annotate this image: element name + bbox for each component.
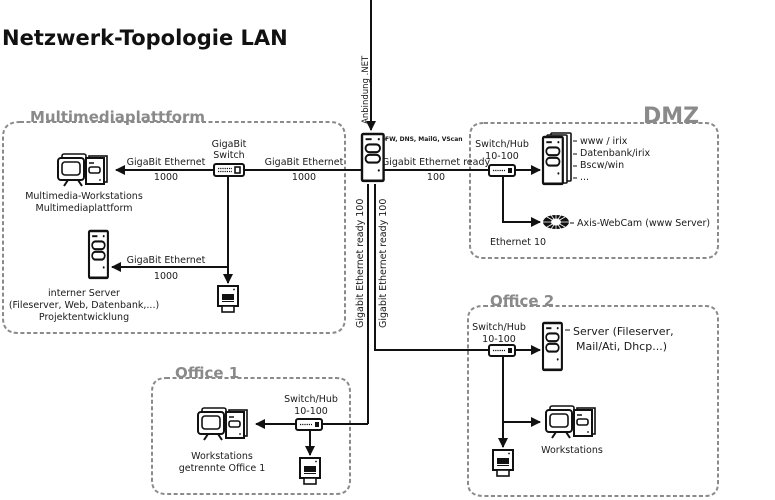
dmz-switch-label-1: Switch/Hub: [475, 139, 529, 150]
zone-office2-border: [467, 305, 719, 497]
office1-uplink-label: Gigabit Ethernet ready 100: [355, 199, 366, 328]
office2-switch-label-2: 10-100: [482, 334, 516, 345]
office2-uplink-label: Gigabit Ethernet ready 100: [378, 199, 389, 328]
zone-office2-title: Office 2: [490, 292, 554, 310]
dmz-server-item: www / irix: [580, 136, 628, 147]
link-server-speed: 1000: [154, 271, 178, 282]
zone-office1-title: Office 1: [175, 364, 239, 382]
office2-workstations-icon[interactable]: [545, 405, 596, 439]
zone-multimedia-title: Multimediaplattform: [30, 108, 205, 126]
firewall-server-icon[interactable]: [360, 132, 385, 183]
zone-dmz-title: DMZ: [643, 104, 699, 129]
internet-uplink-label: Anbindung .NET: [361, 55, 371, 124]
office1-switch-icon[interactable]: [295, 418, 323, 431]
gigabit-switch-label-2: Switch: [213, 150, 244, 161]
zone-multimedia-border: [1, 121, 346, 334]
multimedia-workstations-label-2: Multimediaplattform: [36, 203, 133, 214]
zone-office1-border: [151, 377, 351, 495]
link-ws-speed: 1000: [154, 172, 178, 183]
office1-workstations-label-1: Workstations: [191, 451, 253, 462]
dmz-uplink-label: Gigabit Ethernet ready: [382, 157, 491, 168]
webcam-link-label: Ethernet 10: [490, 237, 546, 248]
gigabit-switch-label-1: GigaBit: [212, 139, 247, 150]
internal-server-label-3: Projektentwicklung: [39, 312, 129, 323]
gigabit-switch-icon[interactable]: [213, 163, 245, 177]
internal-server-icon[interactable]: [87, 229, 110, 280]
zone-dmz-border: [469, 122, 719, 259]
webcam-icon[interactable]: [543, 214, 569, 230]
office2-server-label-1: Server (Fileserver,: [573, 325, 674, 338]
dmz-uplink-speed: 100: [427, 172, 445, 183]
dmz-switch-icon[interactable]: [488, 164, 516, 177]
multimedia-printer-icon[interactable]: [217, 285, 239, 313]
link-server-label: GigaBit Ethernet: [127, 255, 206, 266]
link-ws-label: GigaBit Ethernet: [127, 157, 206, 168]
webcam-label: Axis-WebCam (www Server): [577, 218, 710, 229]
link-uplink-speed: 1000: [292, 172, 316, 183]
dmz-server-list: www / irix Datenbank/irix Bscw/win ...: [573, 136, 650, 183]
office2-printer-icon[interactable]: [492, 449, 514, 477]
office1-switch-label-2: 10-100: [294, 406, 328, 417]
dmz-switch-label-2: 10-100: [485, 151, 519, 162]
office1-printer-icon[interactable]: [299, 457, 321, 485]
office2-switch-label-1: Switch/Hub: [472, 322, 526, 333]
dmz-server-item: Datenbank/irix: [580, 148, 650, 159]
office2-server-label-2: Mail/Ati, Dhcp...): [576, 340, 667, 353]
dmz-servers-icon[interactable]: [541, 132, 572, 186]
office1-switch-label-1: Switch/Hub: [284, 394, 338, 405]
dmz-server-item: ...: [580, 172, 589, 183]
office2-workstations-label: Workstations: [541, 445, 603, 456]
office1-workstations-icon[interactable]: [197, 407, 248, 441]
office2-server-icon[interactable]: [541, 321, 564, 372]
office2-switch-icon[interactable]: [488, 344, 516, 357]
link-firewall-office2: [374, 184, 490, 351]
multimedia-workstations-icon[interactable]: [57, 153, 108, 187]
internal-server-label-2: (Fileserver, Web, Datenbank,...): [9, 300, 159, 311]
internal-server-label-1: interner Server: [48, 288, 120, 299]
office1-workstations-label-2: getrennte Office 1: [179, 463, 266, 474]
page-title: Netzwerk-Topologie LAN: [2, 26, 288, 50]
dmz-server-item: Bscw/win: [580, 160, 624, 171]
link-dmz-switch-webcam: [502, 176, 541, 227]
link-uplink-label: GigaBit Ethernet: [265, 157, 344, 168]
firewall-services-label: FW, DNS, MailG, VScan: [385, 136, 463, 143]
multimedia-workstations-label-1: Multimedia-Workstations: [25, 191, 143, 202]
